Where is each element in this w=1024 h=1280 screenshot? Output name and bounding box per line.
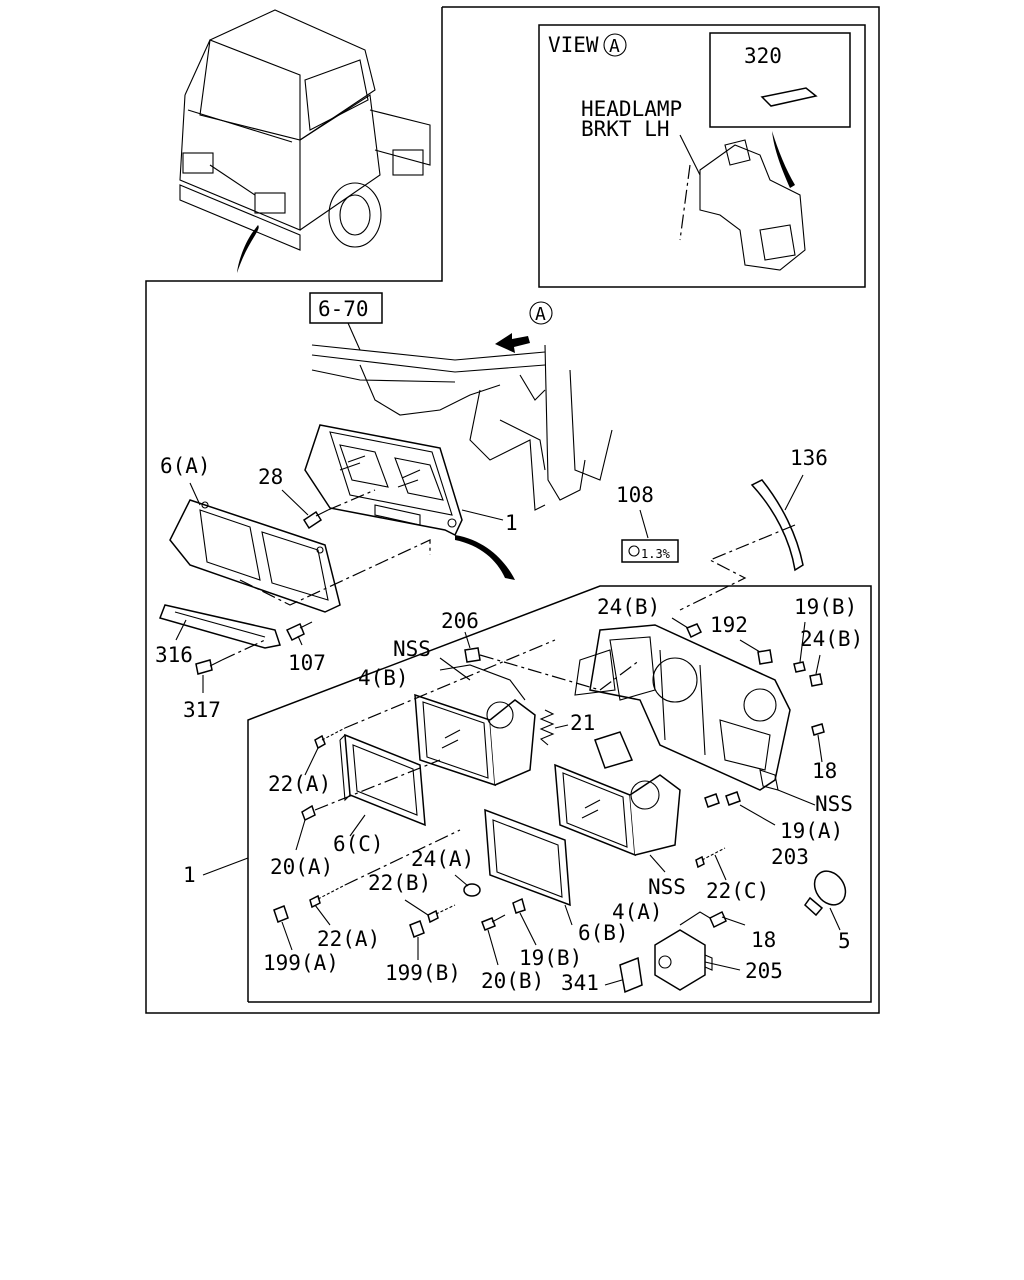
view-a-inset: VIEW A HEADLAMP BRKT LH 320 <box>548 33 818 271</box>
part-callout: 19(B) <box>794 595 857 619</box>
part-callout: 199(B) <box>385 961 461 985</box>
part-callout: 21 <box>570 711 595 735</box>
part-callout: 107 <box>288 651 326 675</box>
part-callout: NSS <box>648 875 686 899</box>
part-callout: 28 <box>258 465 283 489</box>
part-callout: 316 <box>155 643 193 667</box>
part-callout: 6(B) <box>578 921 629 945</box>
bulb-5 <box>804 870 847 931</box>
part-callout: 24(B) <box>800 627 863 651</box>
part-callout: 22(A) <box>317 927 380 951</box>
part-callout: 136 <box>790 446 828 470</box>
part-callout: 20(A) <box>270 855 333 879</box>
headlamp-4a <box>554 731 681 873</box>
part-callout: 206 <box>441 609 479 633</box>
headlamp-bracket <box>574 624 791 791</box>
part-callout: 317 <box>183 698 221 722</box>
view-letter-circle <box>603 33 627 57</box>
part-callout: 341 <box>561 971 599 995</box>
part-320-label: 320 <box>744 44 782 68</box>
part-callout: 22(B) <box>368 871 431 895</box>
screw-28 <box>281 489 376 530</box>
part-callout: 22(C) <box>706 879 769 903</box>
part-callout: 108 <box>616 483 654 507</box>
fasteners-left <box>273 639 727 966</box>
part-callout: 203 <box>771 845 809 869</box>
part-callout: NSS <box>393 637 431 661</box>
bolt-107 <box>285 621 313 646</box>
bracket-label-line1: HEADLAMP <box>581 97 682 121</box>
aim-label-text: 1.3% <box>641 547 671 561</box>
arrow-letter: A <box>535 304 546 325</box>
part-callout: 6(C) <box>333 832 384 856</box>
view-label: VIEW <box>548 33 599 57</box>
part-callout: 18 <box>751 928 776 952</box>
fasteners-right <box>671 617 825 826</box>
part-callout: 4(B) <box>358 666 409 690</box>
view-letter: A <box>609 36 620 57</box>
spring-21 <box>539 709 569 746</box>
clip-206 <box>464 631 641 691</box>
bracket-label-line2: BRKT LH <box>581 117 670 141</box>
part-callout: 1 <box>505 511 518 535</box>
reference-box <box>309 292 383 324</box>
chassis-frame <box>311 344 613 511</box>
part-callout: 19(A) <box>780 819 843 843</box>
part-callout: 199(A) <box>263 951 339 975</box>
part-callout: NSS <box>815 792 853 816</box>
aim-label-108: 1.3% <box>621 509 679 563</box>
part-callout: 19(B) <box>519 946 582 970</box>
part-callout: 4(A) <box>612 900 663 924</box>
aim-label-box <box>621 539 679 563</box>
part-callout: 5 <box>838 929 851 953</box>
part-callout: 6(A) <box>160 454 211 478</box>
truck-thumbnail <box>179 9 431 273</box>
part-callout: 24(B) <box>597 595 660 619</box>
part-callout: 20(B) <box>481 969 544 993</box>
bolt-317 <box>195 639 266 693</box>
part-callout: 24(A) <box>411 847 474 871</box>
reference-group: 6-70 A <box>309 292 553 353</box>
headlamp-housing-upper <box>304 424 463 537</box>
diagram-frames <box>145 6 880 1014</box>
view-arrow-icon <box>495 333 530 353</box>
install-arrow-icon <box>455 535 515 580</box>
strip-316 <box>159 604 281 649</box>
bezel-6b <box>484 808 573 926</box>
trim-strip-136 <box>679 474 804 611</box>
arrow-letter-circle <box>529 301 553 325</box>
part-callout: 205 <box>745 959 783 983</box>
part-callout: 192 <box>710 613 748 637</box>
actuator-205 <box>604 910 746 994</box>
bezel-upper <box>169 499 341 613</box>
part-callout: 22(A) <box>268 772 331 796</box>
reference-box-label: 6-70 <box>318 297 369 321</box>
label-sticker-320 <box>760 87 818 107</box>
part-callout: 18 <box>812 759 837 783</box>
part-callout: 1 <box>183 863 196 887</box>
bezel-6c <box>339 733 426 837</box>
headlamp-4b <box>414 657 536 787</box>
